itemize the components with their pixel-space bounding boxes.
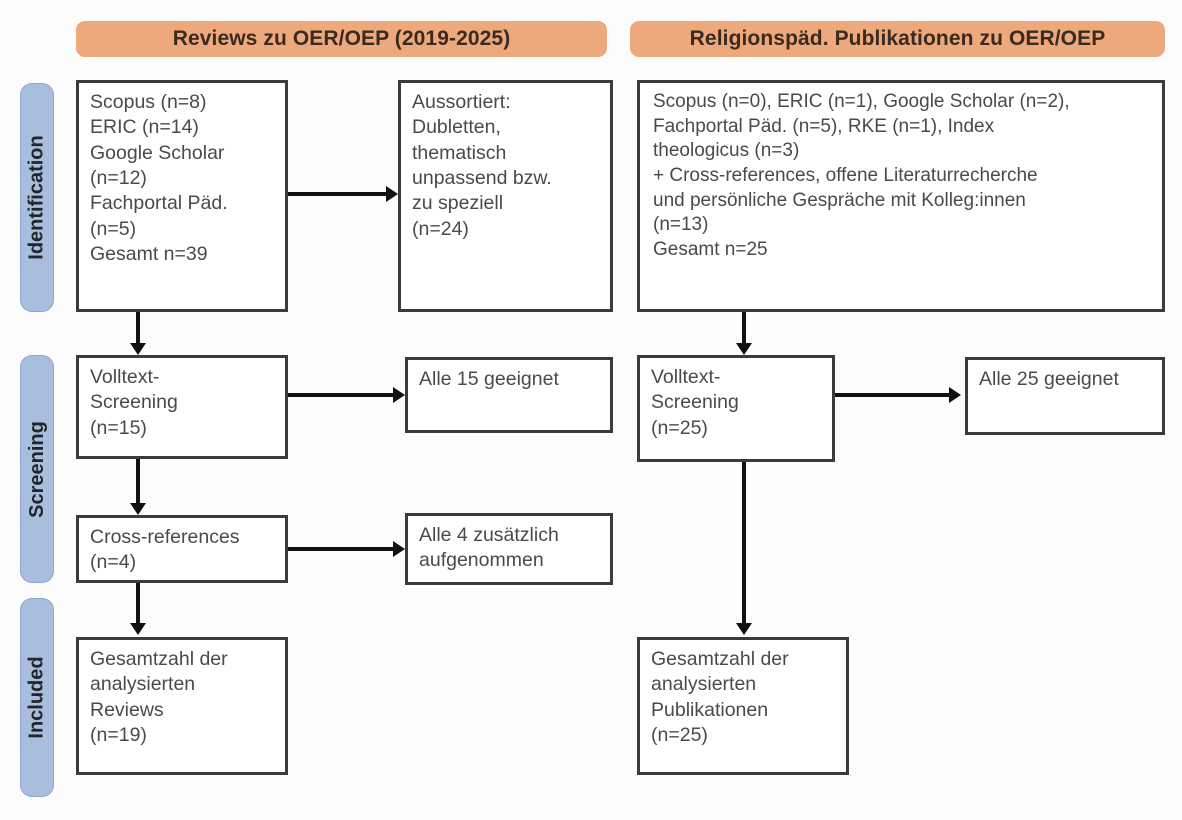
connector-left-ident-to-screening [136,312,140,345]
box-left-excluded: Aussortiert: Dubletten, thematisch unpas… [398,80,613,312]
box-line: Dubletten, [412,116,501,139]
box-line: Alle 15 geeignet [419,368,559,390]
box-left-identification: Scopus (n=8) ERIC (n=14) Google Scholar … [76,80,288,312]
box-line: Screening [651,391,739,414]
stage-pill-included-label: Included [25,656,48,739]
connector-left-crossrefs-to-included [136,583,140,625]
box-line: Volltext- [90,366,160,388]
box-line: Cross-references [90,526,240,548]
box-line: Volltext- [651,366,721,388]
box-line: Fachportal Päd. (n=5), RKE (n=1), Index [653,115,995,137]
stage-pill-included: Included [20,598,54,797]
box-line: zu speziell [412,192,504,215]
connector-right-screening-to-result [835,393,949,397]
box-line: (n=25) [651,724,708,747]
box-line: (n=5) [90,217,137,240]
box-line: Reviews [90,698,164,721]
column-header-publikationen-label: Religionspäd. Publikationen zu OER/OEP [689,27,1106,50]
box-line: Alle 25 geeignet [979,368,1119,390]
box-line: Gesamtzahl der [90,648,228,670]
box-line: Fachportal Päd. [90,192,228,215]
box-line: Aussortiert: [412,91,511,113]
arrowhead-right-screening-to-included [736,623,752,635]
box-left-crossrefs: Cross-references (n=4) [76,515,288,583]
arrowhead-right-ident-to-screening [736,343,752,355]
arrowhead-right-screening-to-result [949,387,961,403]
box-line: (n=25) [651,416,708,439]
box-line: aufgenommen [419,549,544,572]
stage-pill-identification: Identification [20,83,54,312]
box-line: (n=19) [90,724,147,747]
box-left-screening-result: Alle 15 geeignet [405,357,613,433]
box-right-included: Gesamtzahl der analysierten Publikatione… [637,637,849,775]
box-line: analysierten [90,673,196,696]
box-line: Google Scholar [90,141,225,164]
box-line: unpassend bzw. [412,167,552,190]
box-left-included: Gesamtzahl der analysierten Reviews (n=1… [76,637,288,775]
arrowhead-left-screening-to-crossrefs [130,503,146,515]
box-line: Gesamt n=25 [653,239,768,261]
connector-left-ident-to-excluded [288,192,386,196]
box-right-screening-result: Alle 25 geeignet [965,357,1165,435]
column-header-reviews: Reviews zu OER/OEP (2019-2025) [76,21,607,57]
box-line: (n=24) [412,217,469,240]
box-right-screening: Volltext- Screening (n=25) [637,355,835,462]
box-line: Screening [90,391,178,414]
stage-pill-screening: Screening [20,355,54,583]
arrowhead-left-crossrefs-to-included [130,623,146,635]
box-line: Publikationen [651,698,769,721]
column-header-publikationen: Religionspäd. Publikationen zu OER/OEP [630,21,1165,57]
box-line: Scopus (n=0), ERIC (n=1), Google Scholar… [653,91,1070,112]
arrowhead-left-ident-to-screening [130,343,146,355]
connector-left-screening-to-result [288,393,393,397]
box-line: thematisch [412,141,507,164]
box-line: (n=15) [90,416,147,439]
stage-pill-identification-label: Identification [25,135,48,260]
box-left-screening: Volltext- Screening (n=15) [76,355,288,459]
connector-right-screening-to-included [742,462,746,625]
arrowhead-left-crossrefs-to-result [393,541,405,557]
connector-right-ident-to-screening [742,312,746,345]
column-header-reviews-label: Reviews zu OER/OEP (2019-2025) [172,27,511,50]
box-line: theologicus (n=3) [653,140,800,162]
box-line: (n=13) [653,214,709,236]
arrowhead-left-screening-to-result [393,387,405,403]
box-line: + Cross-references, offene Literaturrech… [653,165,1038,187]
connector-left-crossrefs-to-result [288,547,393,551]
box-line: Gesamt n=39 [90,243,208,266]
box-left-crossrefs-result: Alle 4 zusätzlich aufgenommen [405,513,613,585]
box-line: ERIC (n=14) [90,116,199,139]
box-line: Gesamtzahl der [651,648,789,670]
box-line: Alle 4 zusätzlich [419,524,559,546]
arrowhead-left-ident-to-excluded [386,186,398,202]
stage-pill-screening-label: Screening [25,420,48,518]
connector-left-screening-to-crossrefs [136,459,140,505]
box-line: und persönliche Gespräche mit Kolleg:inn… [653,189,1026,211]
box-line: (n=12) [90,167,147,190]
box-line: (n=4) [90,551,137,574]
box-line: analysierten [651,673,757,696]
box-line: Scopus (n=8) [90,91,207,113]
box-right-identification: Scopus (n=0), ERIC (n=1), Google Scholar… [637,80,1165,312]
